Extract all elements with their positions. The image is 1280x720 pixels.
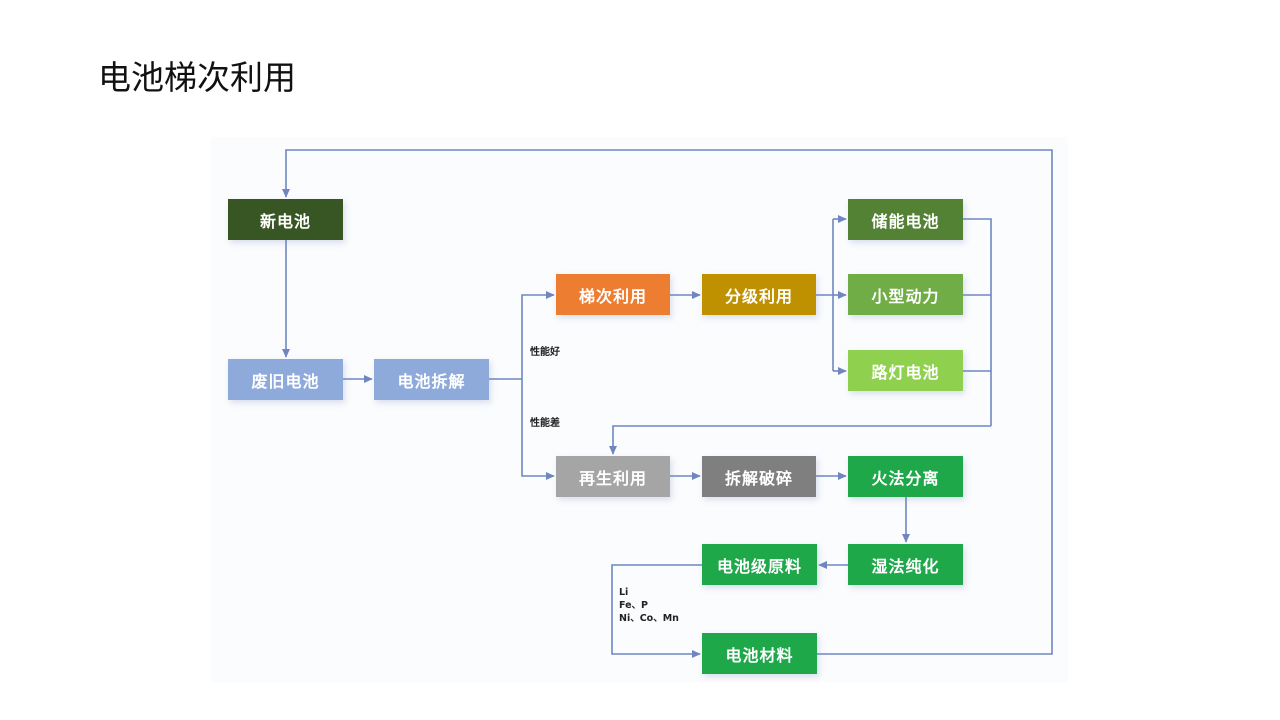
node-streetlight-battery: 路灯电池 (848, 350, 963, 391)
node-label: 火法分离 (871, 468, 940, 488)
element-line: Ni、Co、Mn (619, 613, 679, 624)
node-label: 分级利用 (724, 286, 793, 306)
node-label: 储能电池 (871, 211, 940, 231)
node-cascade-use: 梯次利用 (556, 274, 670, 315)
node-graded-use: 分级利用 (702, 274, 816, 315)
node-label: 新电池 (259, 211, 311, 231)
slide-title: 电池梯次利用 (98, 58, 296, 97)
node-label: 湿法纯化 (871, 556, 940, 576)
node-storage-battery: 储能电池 (848, 199, 963, 240)
node-disassembly: 电池拆解 (374, 359, 489, 400)
elements-note: Li Fe、P Ni、Co、Mn (619, 586, 679, 625)
node-label: 小型动力 (871, 286, 940, 306)
node-label: 路灯电池 (871, 362, 940, 382)
element-line: Li (619, 587, 629, 598)
node-label: 电池级原料 (716, 556, 802, 576)
node-label: 再生利用 (578, 468, 647, 488)
node-pyro-separation: 火法分离 (848, 456, 963, 497)
node-label: 电池拆解 (397, 371, 466, 391)
node-battery-materials: 电池材料 (702, 633, 817, 674)
node-label: 废旧电池 (251, 371, 320, 391)
node-raw-materials: 电池级原料 (702, 544, 817, 585)
node-label: 电池材料 (725, 645, 794, 665)
node-new-battery: 新电池 (228, 199, 343, 240)
node-label: 拆解破碎 (724, 468, 793, 488)
edge-label-poor: 性能差 (530, 418, 560, 429)
node-waste-battery: 废旧电池 (228, 359, 343, 400)
node-small-power: 小型动力 (848, 274, 963, 315)
node-crushing: 拆解破碎 (702, 456, 816, 497)
element-line: Fe、P (619, 600, 649, 611)
edge-label-good: 性能好 (530, 347, 560, 358)
node-label: 梯次利用 (578, 286, 647, 306)
node-recycling: 再生利用 (556, 456, 670, 497)
node-hydro-purification: 湿法纯化 (848, 544, 963, 585)
